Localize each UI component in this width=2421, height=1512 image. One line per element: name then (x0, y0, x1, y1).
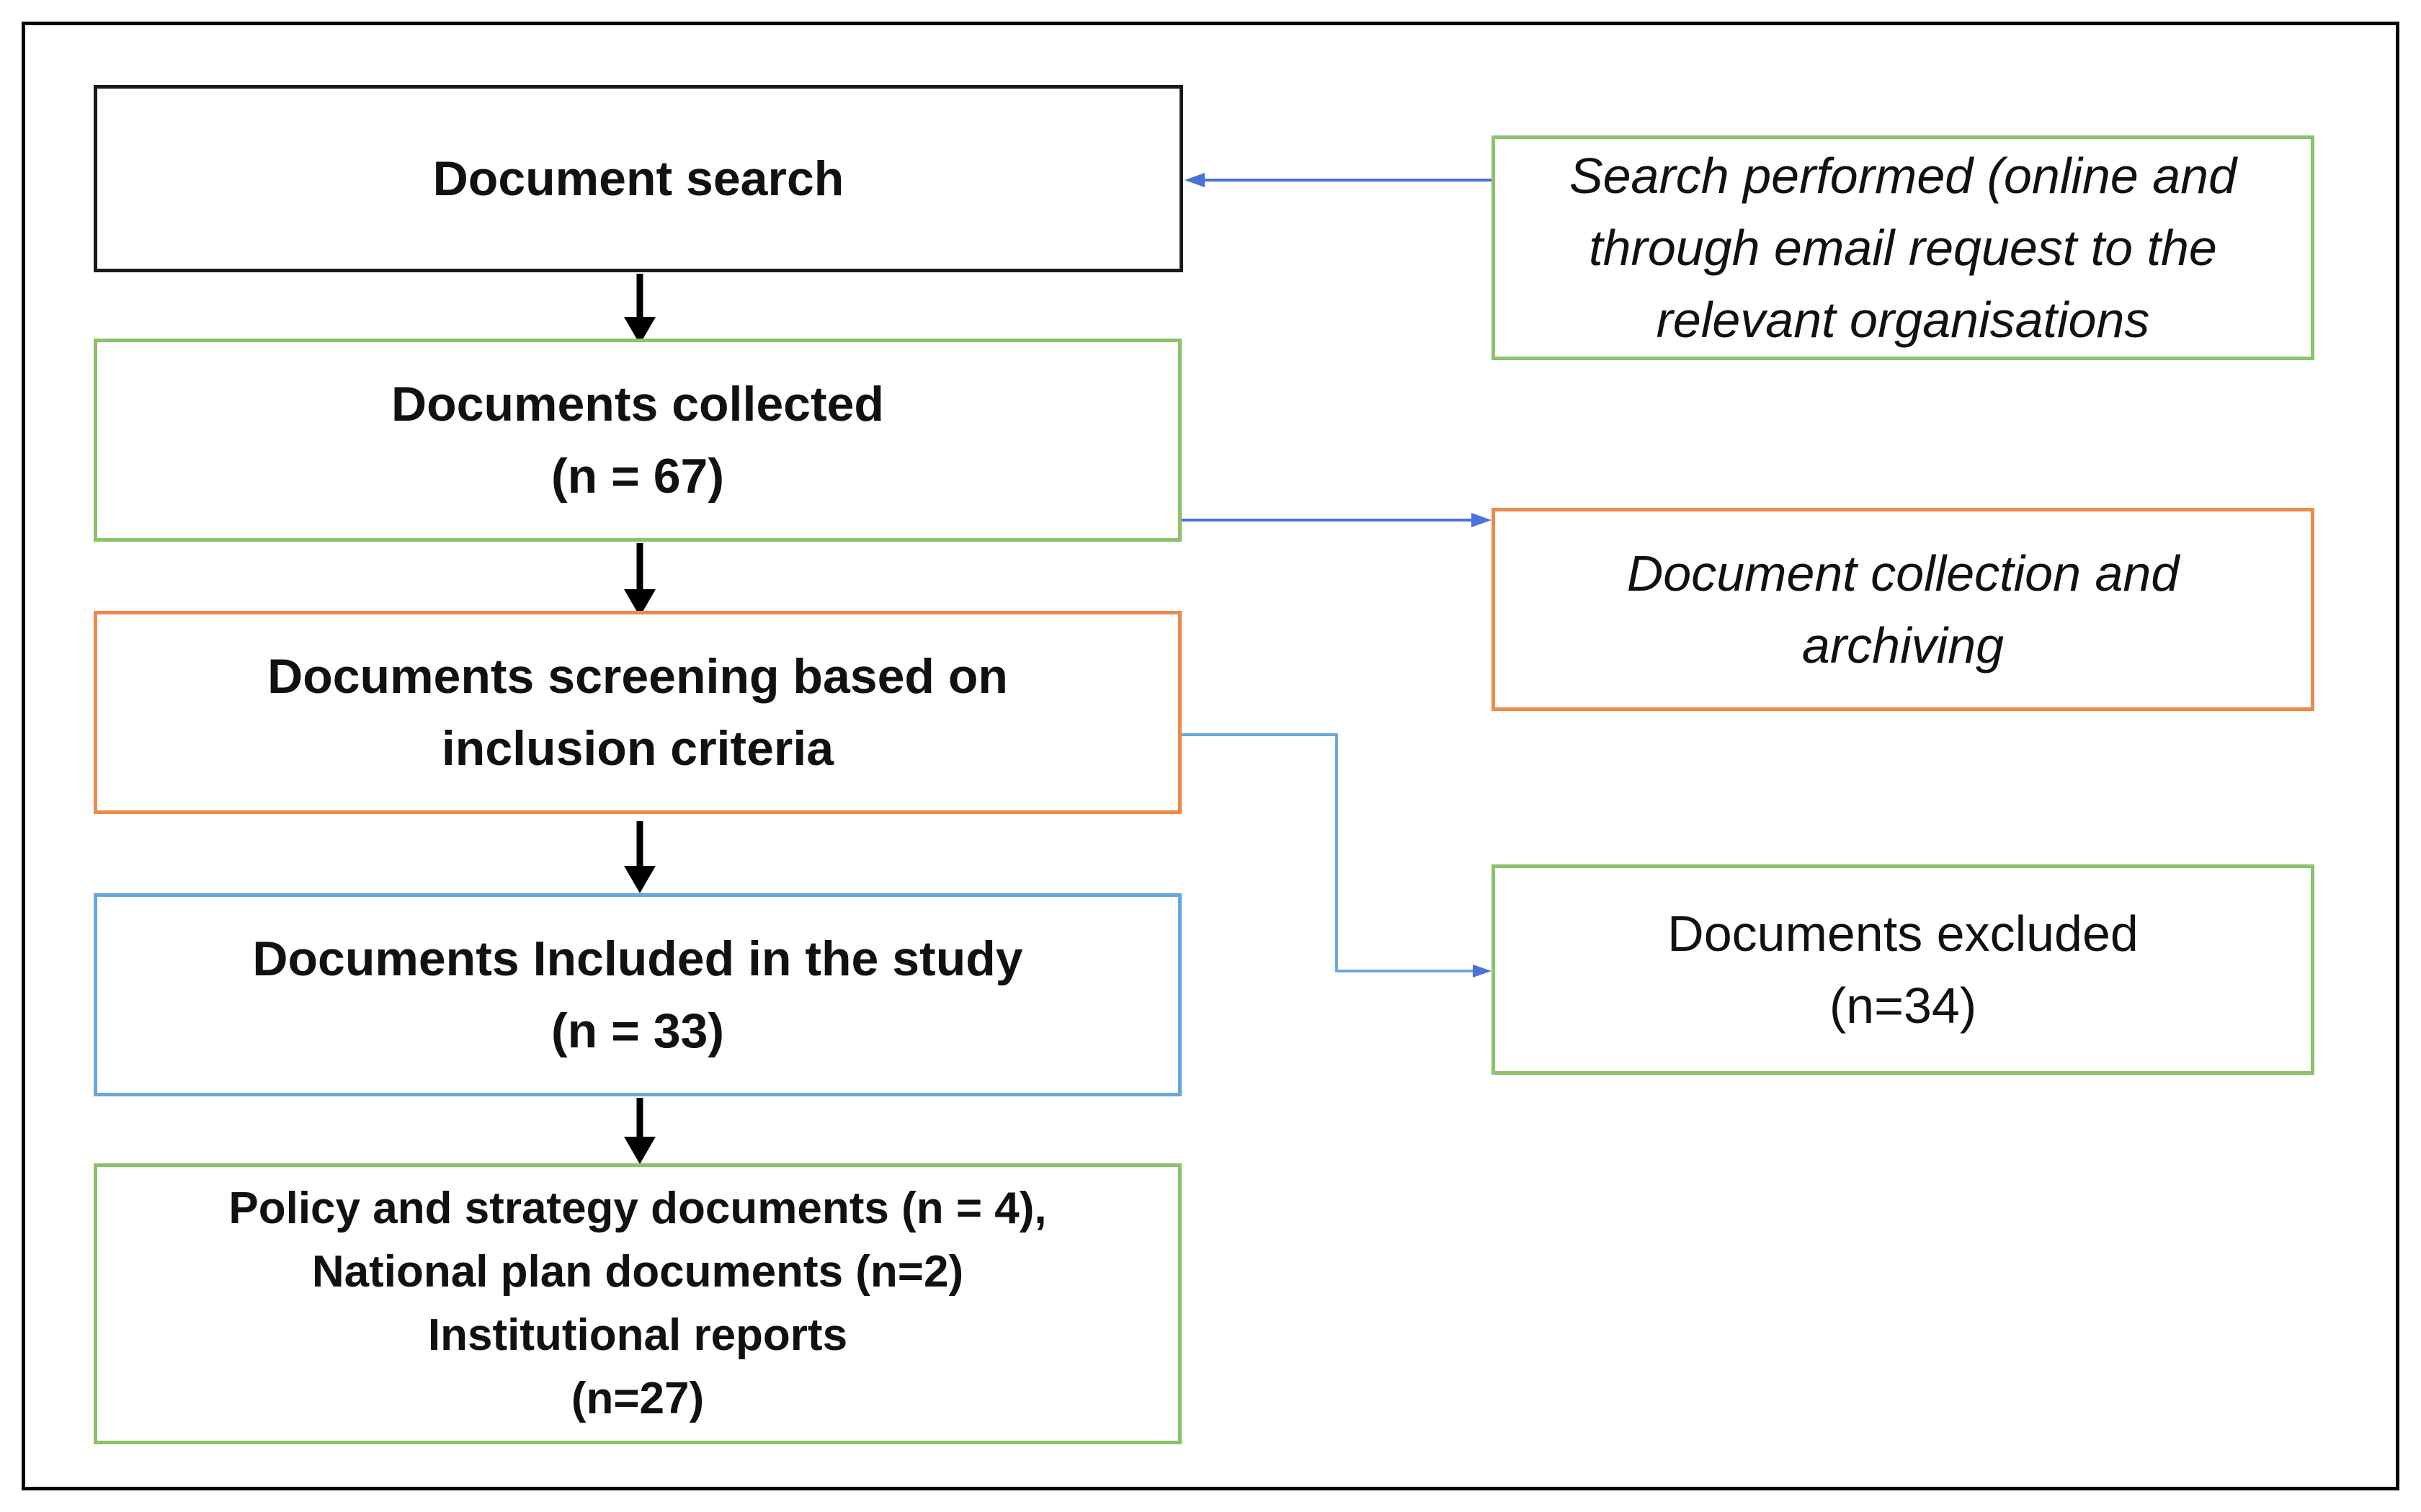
search-performed-note: Search performed (online and through ema… (1492, 135, 2314, 360)
documents-included-box: Documents Included in the study (n = 33) (94, 893, 1182, 1096)
documents-excluded-count: (n=34) (1829, 978, 1977, 1034)
institutional-reports-count: (n=27) (571, 1374, 705, 1423)
document-search-label: Document search (432, 151, 844, 206)
documents-collected-count: (n = 67) (551, 449, 724, 504)
collection-archiving-line1: Document collection and (1626, 545, 2180, 601)
policy-strategy-line: Policy and strategy documents (n = 4), (228, 1184, 1047, 1233)
institutional-reports-line: Institutional reports (427, 1310, 848, 1360)
document-search-box: Document search (94, 85, 1183, 272)
documents-collected-box: Documents collected (n = 67) (94, 339, 1182, 542)
figure-frame (22, 22, 2399, 1490)
national-plan-line: National plan documents (n=2) (311, 1247, 964, 1297)
documents-screening-box: Documents screening based on inclusion c… (94, 611, 1182, 814)
collection-archiving-line2: archiving (1801, 617, 2005, 674)
documents-screening-label-line2: inclusion criteria (441, 721, 834, 776)
document-types-box: Policy and strategy documents (n = 4), N… (94, 1163, 1182, 1444)
collection-archiving-note: Document collection and archiving (1492, 508, 2314, 711)
search-performed-line2: through email request to the (1589, 220, 2217, 276)
documents-excluded-label: Documents excluded (1667, 905, 2139, 962)
documents-excluded-box: Documents excluded (n=34) (1492, 864, 2314, 1075)
documents-included-label: Documents Included in the study (252, 931, 1023, 986)
documents-included-count: (n = 33) (551, 1003, 724, 1058)
documents-collected-label: Documents collected (391, 377, 884, 431)
search-performed-line1: Search performed (online and (1569, 148, 2237, 204)
documents-screening-label-line1: Documents screening based on (267, 649, 1008, 704)
search-performed-line3: relevant organisations (1656, 292, 2150, 348)
